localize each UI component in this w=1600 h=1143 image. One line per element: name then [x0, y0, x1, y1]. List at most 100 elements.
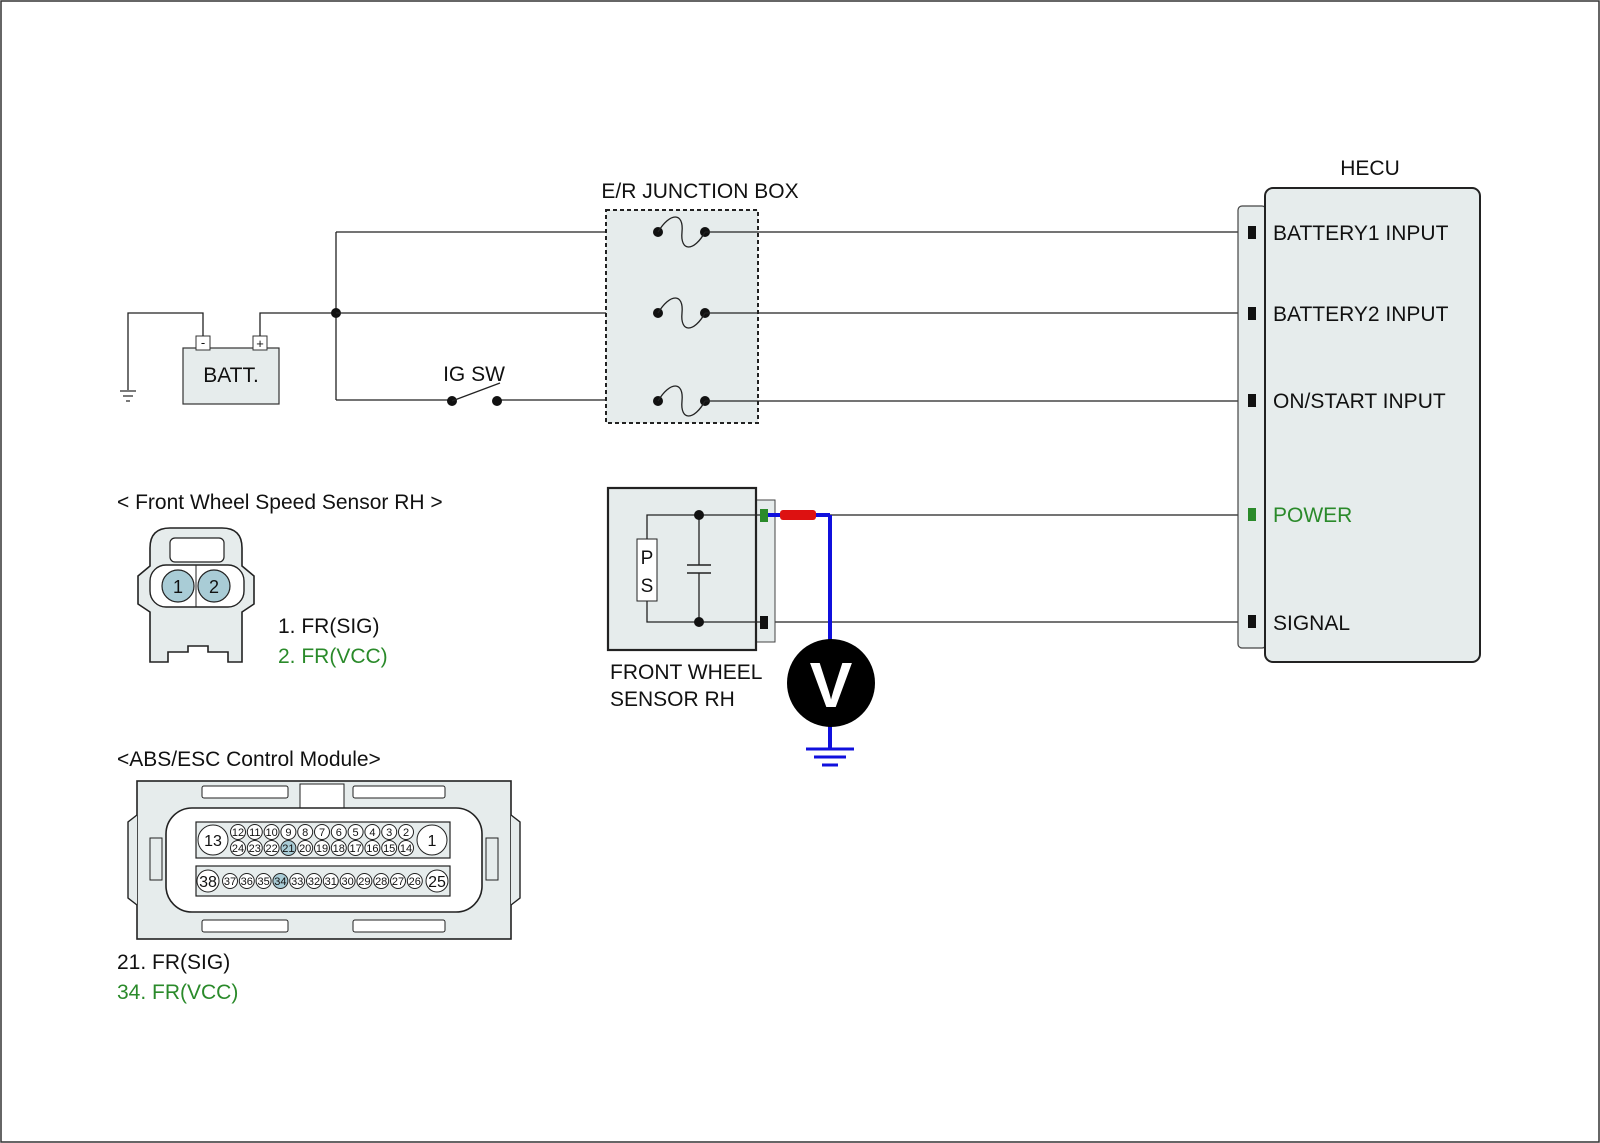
hecu-module: HECU BATTERY1 INPUT BATTERY2 INPUT ON/ST…	[1237, 157, 1481, 663]
abs-pin-label-25: 25	[428, 874, 446, 891]
fuse-2	[653, 297, 710, 329]
abs-pin-27	[390, 873, 406, 889]
abs-pin-23	[246, 840, 263, 856]
abs-pin-label-1: 1	[428, 833, 437, 850]
abs-pin-3	[381, 824, 398, 840]
abs-pin-label-30: 30	[341, 876, 353, 888]
hecu-pin-battery2: BATTERY2 INPUT	[1273, 303, 1449, 326]
abs-pin-label-3: 3	[386, 827, 392, 839]
abs-pin-label-8: 8	[302, 827, 308, 839]
abs-pin-label-10: 10	[265, 827, 277, 839]
abs-pin-8	[297, 824, 314, 840]
wss-pin-2: 2	[209, 577, 219, 597]
abs-pin-30	[339, 873, 356, 889]
abs-pin-35	[255, 873, 272, 889]
abs-pin-label-19: 19	[316, 843, 328, 855]
sensor-p-label: P	[641, 548, 654, 569]
voltmeter-label: V	[810, 649, 853, 721]
abs-pin-label-35: 35	[257, 876, 269, 888]
hecu-pin-on-start: ON/START INPUT	[1273, 390, 1446, 413]
ig-switch: IG SW	[443, 363, 505, 406]
wss-pin-1: 1	[173, 577, 183, 597]
abs-pin-label-13: 13	[204, 833, 222, 850]
abs-pin-25	[425, 869, 449, 893]
abs-pin-label-5: 5	[353, 827, 359, 839]
abs-pin-18	[330, 840, 347, 856]
abs-pin-label-34: 34	[274, 876, 286, 888]
abs-pin-label-20: 20	[299, 843, 311, 855]
abs-pin-label-12: 12	[232, 827, 244, 839]
abs-pin-label-14: 14	[400, 843, 412, 855]
abs-pin-28	[373, 873, 390, 889]
abs-pin-label-4: 4	[369, 827, 375, 839]
abs-pin-label-18: 18	[333, 843, 345, 855]
hecu-pin-signal: SIGNAL	[1273, 612, 1350, 635]
abs-pin-label-2: 2	[403, 827, 409, 839]
abs-pin-21	[280, 840, 297, 856]
abs-pin-36	[238, 873, 255, 889]
hecu-pin-power: POWER	[1273, 504, 1352, 527]
wss-connector-title: < Front Wheel Speed Sensor RH >	[117, 491, 443, 514]
sensor-s-label: S	[641, 576, 654, 597]
abs-legend-1: 21. FR(SIG)	[117, 951, 230, 974]
abs-pin-1	[416, 824, 448, 856]
battery-label: BATT.	[203, 364, 259, 387]
abs-pin-38	[196, 869, 220, 893]
abs-pin-label-7: 7	[319, 827, 325, 839]
abs-pin-11	[246, 824, 263, 840]
abs-pin-label-23: 23	[249, 843, 261, 855]
power-bus-wires	[259, 231, 658, 401]
abs-pin-10	[263, 824, 280, 840]
abs-pin-20	[297, 840, 314, 856]
abs-pin-label-22: 22	[265, 843, 277, 855]
abs-legend-2: 34. FR(VCC)	[117, 981, 238, 1004]
hecu-pin-battery1: BATTERY1 INPUT	[1273, 222, 1449, 245]
abs-pin-12	[230, 824, 246, 840]
abs-pin-9	[280, 824, 297, 840]
abs-pin-label-38: 38	[199, 874, 217, 891]
voltmeter-icon: V	[787, 639, 875, 727]
abs-pin-label-6: 6	[336, 827, 342, 839]
wss-legend-1: 1. FR(SIG)	[278, 615, 380, 638]
abs-pin-label-36: 36	[241, 876, 253, 888]
abs-pin-7	[314, 824, 330, 840]
hecu-title: HECU	[1340, 157, 1400, 180]
wss-connector: < Front Wheel Speed Sensor RH > 1 2 1. F…	[117, 491, 443, 668]
battery-ground-icon	[120, 312, 204, 402]
abs-pin-33	[289, 873, 306, 889]
abs-pin-label-32: 32	[308, 876, 320, 888]
abs-pin-label-27: 27	[392, 876, 404, 888]
abs-pin-17	[347, 840, 364, 856]
abs-pin-15	[381, 840, 398, 856]
sensor-label-line1: FRONT WHEEL	[610, 661, 762, 684]
abs-pin-label-15: 15	[383, 843, 395, 855]
ig-switch-label: IG SW	[443, 363, 505, 386]
abs-pin-label-9: 9	[285, 827, 291, 839]
abs-pin-label-11: 11	[249, 827, 260, 839]
abs-pin-14	[398, 840, 414, 856]
abs-pin-label-33: 33	[291, 876, 303, 888]
abs-pin-19	[314, 840, 330, 856]
abs-pin-16	[364, 840, 381, 856]
abs-pin-26	[406, 873, 423, 889]
wss-legend-2: 2. FR(VCC)	[278, 645, 388, 668]
junction-box-title: E/R JUNCTION BOX	[601, 180, 798, 203]
abs-pin-6	[330, 824, 347, 840]
abs-connector-title: <ABS/ESC Control Module>	[117, 748, 381, 771]
abs-pin-22	[263, 840, 280, 856]
abs-pin-31	[322, 873, 339, 889]
sensor-label-line2: SENSOR RH	[610, 688, 735, 711]
abs-pin-5	[347, 824, 364, 840]
abs-pin-32	[306, 873, 322, 889]
abs-pin-29	[356, 873, 373, 889]
abs-pin-label-21: 21	[282, 843, 294, 855]
abs-pin-24	[230, 840, 246, 856]
battery: - + BATT.	[182, 335, 280, 405]
abs-pin-label-28: 28	[375, 876, 387, 888]
hecu-feed-wires	[705, 231, 1247, 623]
abs-pin-4	[364, 824, 381, 840]
abs-pin-label-31: 31	[325, 876, 337, 888]
abs-pin-label-37: 37	[224, 876, 236, 888]
